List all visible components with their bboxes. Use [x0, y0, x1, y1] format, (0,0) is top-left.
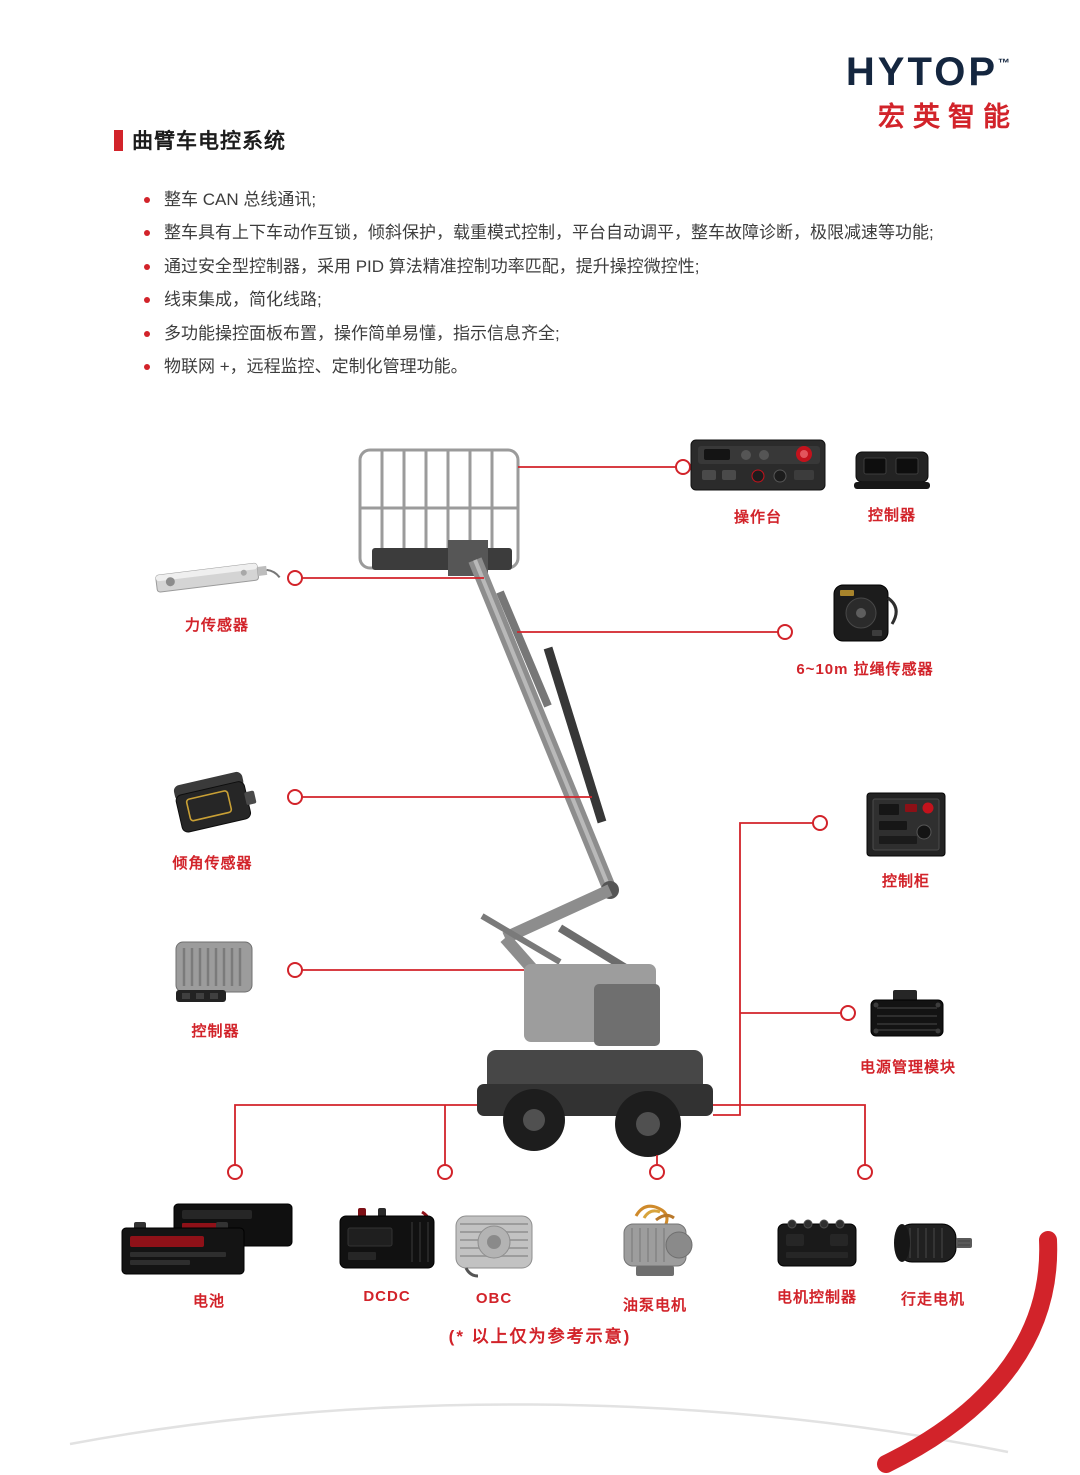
component-label: 操作台	[733, 509, 782, 526]
component-draw-wire-sensor: 6~10m 拉绳传感器	[795, 580, 935, 679]
oil-pump-motor-icon	[623, 1204, 693, 1276]
feature-item: 线束集成，简化线路;	[138, 290, 1018, 310]
console-icon	[690, 439, 826, 491]
component-label: 行走电机	[900, 1291, 965, 1308]
component-label: 倾角传感器	[172, 855, 253, 872]
component-obc: OBC	[446, 1206, 542, 1307]
component-label: 6~10m 拉绳传感器	[796, 661, 934, 678]
component-label: 电池	[192, 1293, 225, 1310]
tilt-sensor-icon	[173, 771, 257, 833]
callout-lines	[234, 466, 866, 1165]
battery-icon	[121, 1203, 293, 1275]
component-motor-controller: 电机控制器	[772, 1212, 862, 1307]
component-force-sensor: 力传感器	[150, 542, 284, 635]
brand-name-cn: 宏英智能	[878, 102, 1018, 132]
section-title: 曲臂车电控系统	[114, 125, 286, 155]
component-label: 电机控制器	[776, 1289, 857, 1306]
feature-list: 整车 CAN 总线通讯; 整车具有上下车动作互锁，倾斜保护，载重模式控制，平台自…	[138, 190, 1018, 390]
component-label: OBC	[475, 1290, 513, 1307]
feature-item: 物联网 +，远程监控、定制化管理功能。	[138, 357, 1018, 377]
brand-logo: HYTOP™ 宏英智能	[846, 52, 1010, 134]
component-controller-top: 控制器	[852, 440, 932, 525]
boom-lift-illustration	[358, 448, 713, 1157]
brand-name: HYTOP™	[845, 50, 1010, 94]
ecu-controller-icon	[175, 941, 253, 1002]
component-label: 控制柜	[881, 873, 930, 890]
component-power-mgmt: 电源管理模块	[860, 986, 956, 1077]
component-tilt-sensor: 倾角传感器	[165, 760, 260, 873]
feature-item: 整车具有上下车动作互锁，倾斜保护，载重模式控制，平台自动调平，整车故障诊断，极限…	[138, 223, 1018, 243]
force-sensor-icon	[155, 562, 281, 593]
gray-arc	[69, 1403, 1009, 1454]
component-label: 油泵电机	[622, 1297, 687, 1314]
component-console: 操作台	[688, 432, 828, 527]
component-label: 力传感器	[184, 617, 249, 634]
component-travel-motor: 行走电机	[886, 1208, 980, 1309]
trademark-mark: ™	[998, 56, 1010, 70]
controller-icon	[854, 451, 930, 489]
component-dcdc: DCDC	[334, 1204, 440, 1305]
component-label: 控制器	[867, 507, 916, 524]
feature-item: 通过安全型控制器，采用 PID 算法精准控制功率匹配，提升操控微控性;	[138, 257, 1018, 277]
callout-nodes	[227, 459, 873, 1180]
motor-controller-icon	[777, 1219, 857, 1267]
power-mgmt-icon	[870, 990, 944, 1037]
page-title: 曲臂车电控系统	[132, 130, 286, 153]
component-oil-pump-motor: 油泵电机	[606, 1196, 704, 1315]
component-label: 电源管理模块	[860, 1059, 957, 1076]
component-label: DCDC	[363, 1288, 411, 1305]
component-battery: 电池	[118, 1198, 300, 1311]
feature-item: 多功能操控面板布置，操作简单易懂，指示信息齐全;	[138, 324, 1018, 344]
travel-motor-icon	[894, 1223, 972, 1263]
footnote: (* 以上仅为参考示意)	[448, 1327, 632, 1346]
dcdc-icon	[339, 1208, 435, 1269]
title-bar-icon	[114, 129, 123, 151]
obc-icon	[455, 1215, 533, 1278]
draw-wire-sensor-icon	[833, 584, 898, 642]
feature-item: 整车 CAN 总线通讯;	[138, 190, 1018, 210]
component-controller-left: 控制器	[168, 932, 263, 1041]
control-cabinet-icon	[866, 792, 946, 857]
component-control-cabinet: 控制柜	[862, 790, 950, 891]
component-label: 控制器	[191, 1023, 240, 1040]
